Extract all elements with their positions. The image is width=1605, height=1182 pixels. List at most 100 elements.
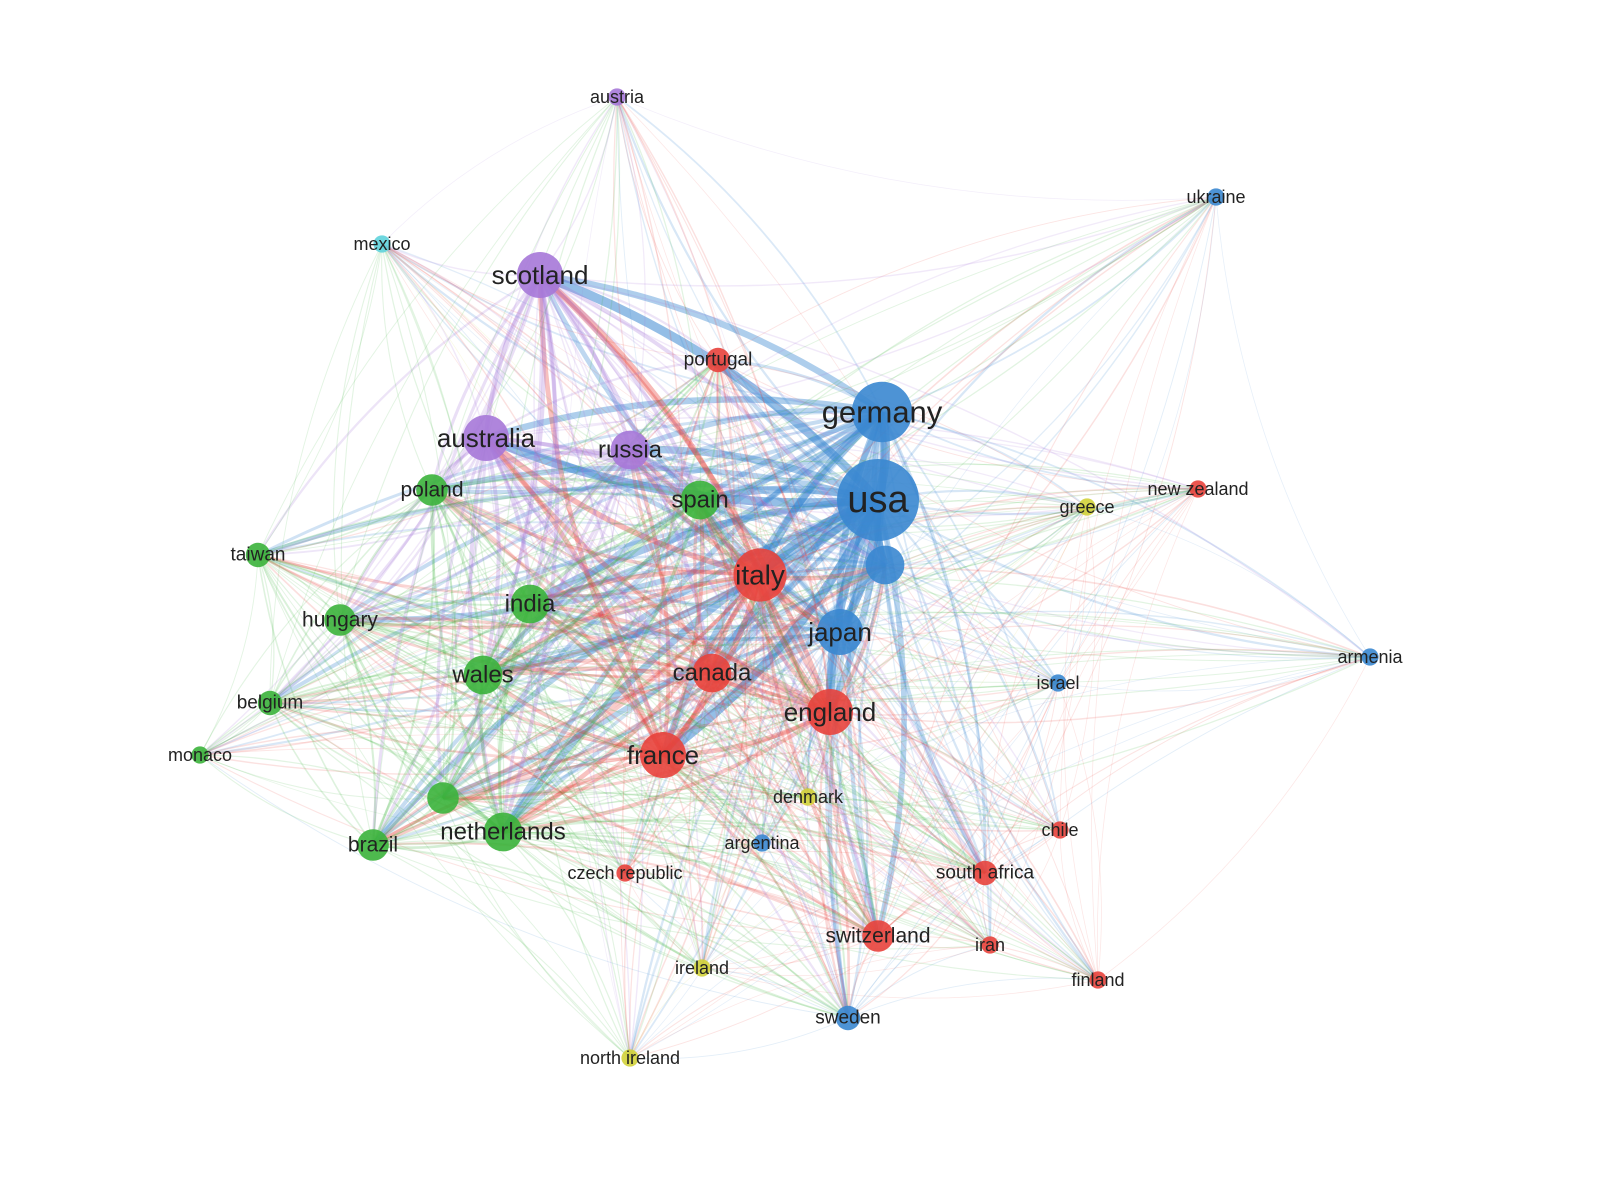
- edge-blue_unlabeled-belgium: [269, 564, 886, 705]
- edge-chile-greece: [1059, 506, 1096, 831]
- node-hungary[interactable]: [324, 604, 356, 636]
- edge-green_unlabeled-ireland: [442, 797, 703, 969]
- node-portugal[interactable]: [705, 347, 731, 373]
- node-austria[interactable]: [608, 88, 626, 106]
- edge-italy-ireland: [701, 574, 765, 969]
- edge-brazil-israel: [372, 682, 1059, 846]
- node-monaco[interactable]: [191, 746, 209, 764]
- node-switzerland[interactable]: [862, 920, 894, 952]
- node-usa[interactable]: [837, 459, 919, 541]
- node-sweden[interactable]: [835, 1005, 861, 1031]
- node-canada[interactable]: [692, 653, 732, 693]
- node-blue_unlabeled[interactable]: [865, 545, 905, 585]
- node-taiwan[interactable]: [245, 542, 271, 568]
- node-netherlands[interactable]: [483, 812, 523, 852]
- edge-canada-wales: [482, 658, 713, 677]
- node-australia[interactable]: [463, 415, 509, 461]
- node-poland[interactable]: [416, 474, 448, 506]
- edge-india-mexico: [381, 243, 531, 605]
- node-new_zealand[interactable]: [1189, 480, 1207, 498]
- edge-czech_republic-green_unlabeled: [442, 797, 626, 874]
- edge-new_zealand-taiwan: [257, 460, 1199, 556]
- edge-italy-scotland: [538, 272, 763, 577]
- edge-germany-hungary: [338, 409, 883, 622]
- edge-japan-india: [529, 602, 841, 642]
- edge-belgium-mexico: [269, 243, 383, 704]
- node-north_ireland[interactable]: [621, 1049, 639, 1067]
- nodes-layer: [191, 88, 1379, 1067]
- edge-switzerland-poland: [431, 489, 879, 937]
- edge-england-iran: [829, 711, 991, 946]
- node-argentina[interactable]: [753, 834, 771, 852]
- node-brazil[interactable]: [357, 829, 389, 861]
- edge-france-portugal: [657, 359, 720, 756]
- node-belgium[interactable]: [257, 690, 283, 716]
- edge-poland-ireland: [431, 489, 703, 969]
- node-russia[interactable]: [610, 430, 650, 470]
- edge-monaco-argentina: [199, 754, 763, 848]
- edge-australia-hungary: [338, 436, 487, 621]
- edge-blue_unlabeled-south_africa: [884, 564, 986, 874]
- node-south_africa[interactable]: [972, 860, 998, 886]
- edge-wales-monaco: [199, 674, 484, 756]
- node-israel[interactable]: [1049, 674, 1067, 692]
- edge-south_africa-netherlands: [502, 819, 986, 874]
- edge-switzerland-israel: [877, 682, 1059, 937]
- edge-italy-portugal: [716, 359, 762, 576]
- node-ukraine[interactable]: [1207, 188, 1225, 206]
- edge-india-greece: [529, 506, 1088, 608]
- edge-belgium-armenia: [269, 611, 1371, 704]
- edge-poland-netherlands: [430, 489, 505, 833]
- edge-portugal-sweden: [716, 359, 849, 1019]
- node-france[interactable]: [640, 732, 686, 778]
- node-armenia[interactable]: [1361, 648, 1379, 666]
- node-spain[interactable]: [680, 480, 720, 520]
- edge-usa-taiwan: [257, 483, 879, 557]
- edge-finland-india: [529, 603, 1099, 981]
- edge-austria-india: [529, 96, 621, 605]
- node-italy[interactable]: [733, 548, 787, 602]
- edge-italy-netherlands: [501, 573, 762, 834]
- edge-japan-armenia: [839, 610, 1371, 658]
- edge-spain-netherlands: [501, 499, 702, 834]
- label-north_ireland: north ireland: [580, 1048, 680, 1068]
- edge-australia-greece: [485, 437, 1088, 518]
- node-india[interactable]: [510, 584, 550, 624]
- edge-portugal-armenia: [717, 359, 1371, 658]
- label-taiwan: taiwan: [231, 545, 286, 566]
- node-greece[interactable]: [1078, 498, 1096, 516]
- edge-czech_republic-india: [529, 603, 626, 874]
- edge-france-spain: [661, 499, 705, 756]
- label-belgium: belgium: [237, 693, 304, 714]
- node-wales[interactable]: [463, 655, 503, 695]
- edge-poland-hungary: [339, 489, 433, 621]
- edge-iran-ireland: [701, 944, 991, 977]
- edge-chile-green_unlabeled: [442, 774, 1061, 831]
- node-mexico[interactable]: [373, 235, 391, 253]
- edge-austria-brazil: [372, 96, 618, 846]
- edge-canada-belgium: [269, 672, 713, 718]
- node-iran[interactable]: [981, 936, 999, 954]
- node-finland[interactable]: [1089, 971, 1107, 989]
- edge-south_africa-new_zealand: [984, 488, 1199, 874]
- node-germany[interactable]: [851, 381, 913, 443]
- edge-england-north_ireland: [629, 711, 831, 1059]
- node-denmark[interactable]: [799, 788, 817, 806]
- node-japan[interactable]: [817, 609, 863, 655]
- edge-russia-hungary: [339, 449, 631, 622]
- edge-czech_republic-belgium: [269, 702, 626, 874]
- edge-france-iran: [662, 754, 991, 946]
- edge-south_africa-australia: [485, 436, 986, 874]
- node-green_unlabeled[interactable]: [427, 782, 459, 814]
- node-ireland[interactable]: [693, 959, 711, 977]
- edge-chile-brazil: [372, 795, 1061, 846]
- edge-finland-russia: [629, 449, 1099, 981]
- node-czech_republic[interactable]: [616, 864, 634, 882]
- edge-south_africa-ireland: [701, 872, 986, 969]
- node-scotland[interactable]: [517, 252, 563, 298]
- edge-italy-green_unlabeled: [442, 573, 762, 800]
- node-chile[interactable]: [1051, 821, 1069, 839]
- node-england[interactable]: [807, 689, 853, 735]
- edge-russia-brazil: [372, 449, 632, 846]
- edge-wales-belgium: [269, 671, 484, 704]
